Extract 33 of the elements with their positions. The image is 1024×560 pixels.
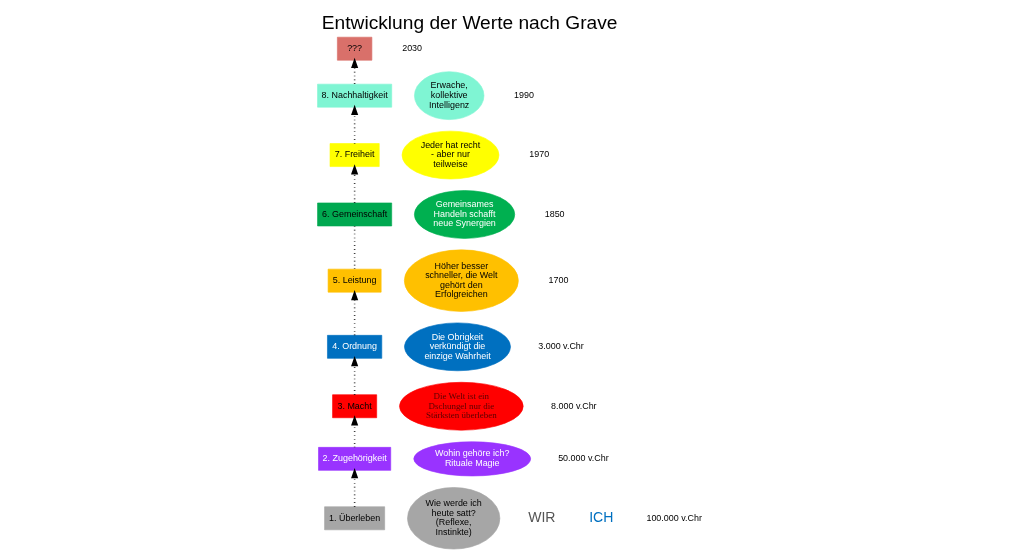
node-ellipse: Erwache, kollektive Intelligenz <box>414 71 485 120</box>
connector <box>353 225 356 270</box>
label: 100.000 v.Chr <box>646 512 702 523</box>
node-box: 7. Freiheit <box>329 143 380 167</box>
diagram-title: Entwicklung der Werte nach Grave <box>321 11 618 33</box>
node-ellipse: Die Welt ist ein Dschungel nur die Stärksten überleben <box>399 382 524 431</box>
arrow <box>351 355 359 396</box>
label: 1990 <box>514 90 534 101</box>
label: ICH <box>589 508 614 525</box>
label: 50.000 v.Chr <box>558 453 609 464</box>
label: 2030 <box>402 43 423 54</box>
node-box: 6. Gemeinschaft <box>317 202 392 227</box>
node-box: 8. Nachhaltigkeit <box>317 83 392 108</box>
node-ellipse: Wie werde ich heute satt? (Reflexe, Instinkte) <box>407 487 501 550</box>
node-ellipse: Die Obrigkeit verkündigt die einzige Wahrheit <box>404 322 511 372</box>
label: 8.000 v.Chr <box>551 400 597 411</box>
node-box: 2. Zugehörigkeit <box>318 447 392 471</box>
node-box: 3. Macht <box>332 394 377 419</box>
node-ellipse: Gemeinsames Handeln schafft neue Synergien <box>414 190 516 239</box>
node-ellipse: Jeder hat recht - aber nur teilweise <box>401 130 500 180</box>
label: 1700 <box>548 275 569 286</box>
arrow <box>351 164 359 204</box>
label: WIR <box>528 508 556 525</box>
node-box: ??? <box>337 36 373 61</box>
arrow <box>351 467 359 508</box>
label: 1970 <box>529 149 550 160</box>
node-box: 5. Leistung <box>327 268 382 293</box>
node-box: 4. Ordnung <box>327 335 383 359</box>
node-ellipse: Wohin gehöre ich? Rituale Magie <box>413 441 531 477</box>
label: 3.000 v.Chr <box>538 341 584 352</box>
node-ellipse: Höher besser schneller, die Welt gehört den Erfolgreichen <box>404 249 519 312</box>
node-box: 1. Überleben <box>324 506 385 531</box>
label: 1850 <box>544 208 565 219</box>
